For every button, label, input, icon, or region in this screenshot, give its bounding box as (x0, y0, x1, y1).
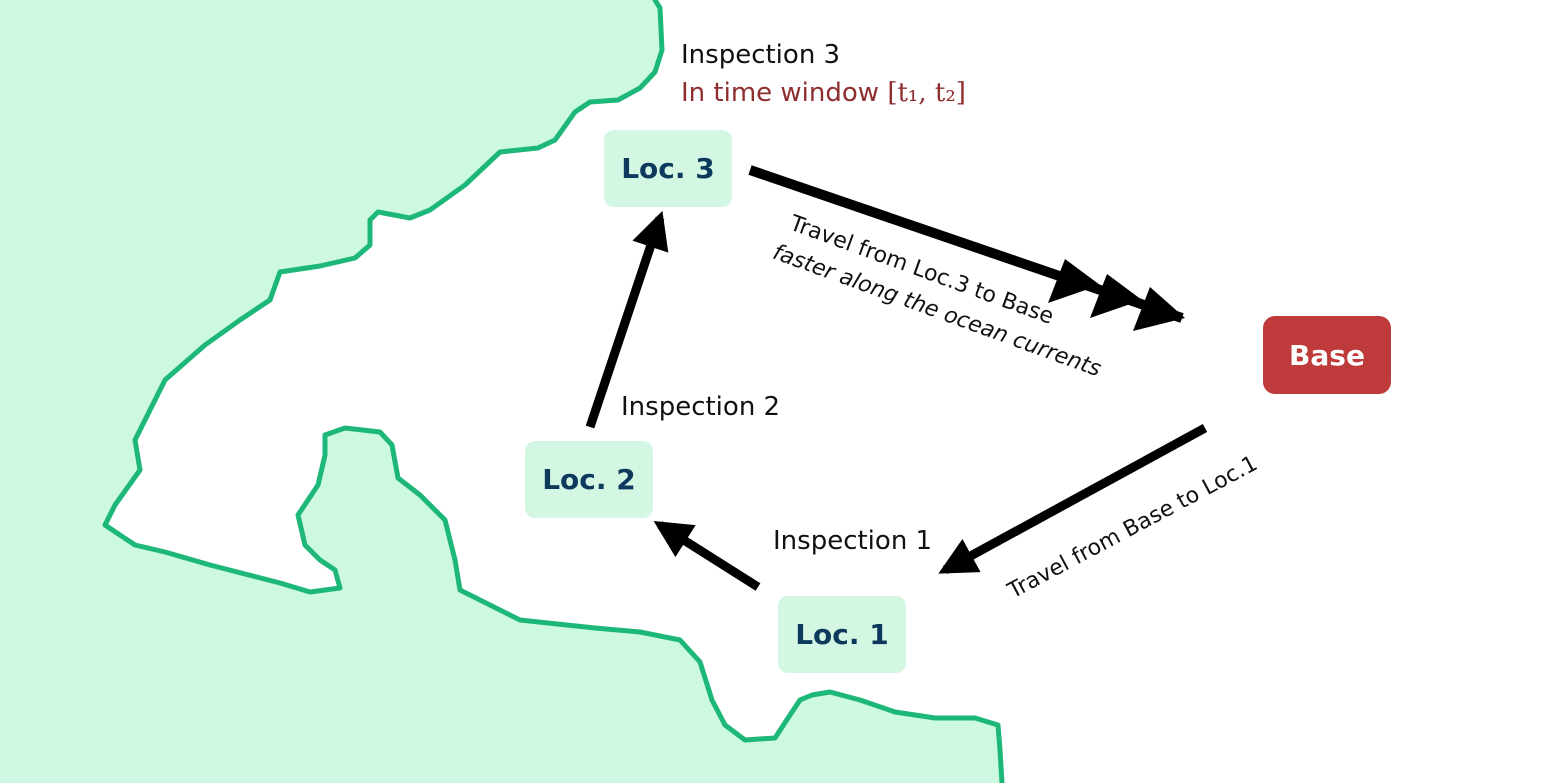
time-window-prefix: In time window (681, 78, 888, 108)
arrow-loc3-to-base-head-1 (1048, 259, 1100, 303)
arrow-loc1-to-loc2 (653, 520, 761, 591)
upper-coastline (102, 0, 1005, 783)
arrow-loc3-to-base-head-3 (1133, 287, 1185, 331)
arrow-base-to-loc1 (938, 424, 1208, 574)
node-loc3-label: Loc. 3 (621, 152, 715, 185)
node-loc2-label: Loc. 2 (542, 463, 636, 496)
upper-left-landmass (0, 0, 1002, 783)
arrow-loc2-to-loc3 (585, 210, 669, 429)
time-window-interval: [t₁, t₂] (887, 78, 966, 108)
node-base-label: Base (1289, 338, 1365, 372)
node-loc1[interactable]: Loc. 1 (778, 596, 906, 673)
node-loc2[interactable]: Loc. 2 (525, 441, 653, 518)
node-base[interactable]: Base (1263, 316, 1391, 394)
arrow-loc3-to-base-head-2 (1090, 274, 1142, 318)
inspection2-label: Inspection 2 (621, 392, 781, 422)
time-window-label: In time window [t₁, t₂] (681, 78, 966, 108)
inspection3-label: Inspection 3 (681, 40, 841, 70)
node-loc3[interactable]: Loc. 3 (604, 130, 732, 207)
inspection1-label: Inspection 1 (773, 526, 933, 556)
node-loc1-label: Loc. 1 (795, 618, 889, 651)
